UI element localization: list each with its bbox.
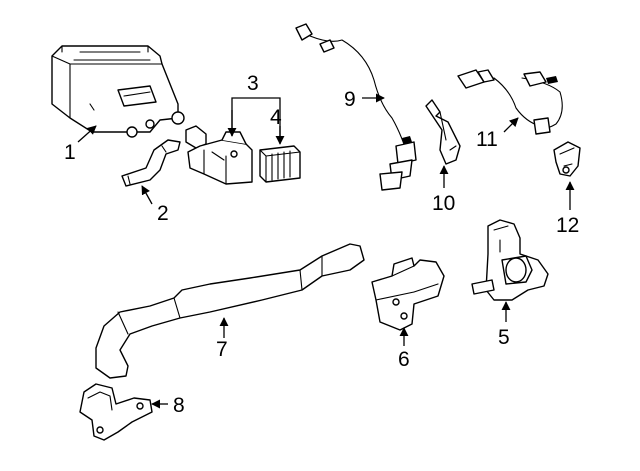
callout-5: 5 (498, 326, 510, 349)
part-3-purge-valve[interactable] (185, 125, 253, 185)
leader-lines (77, 93, 575, 409)
leader-11 (503, 117, 519, 133)
callout-9: 9 (344, 88, 356, 111)
leader-2 (141, 185, 153, 205)
callout-3: 3 (247, 72, 259, 95)
callout-6: 6 (398, 348, 410, 371)
part-1-canister[interactable] (51, 45, 185, 138)
callout-10: 10 (432, 192, 455, 215)
callout-2: 2 (157, 202, 169, 225)
part-4-sensor-block[interactable] (259, 145, 301, 183)
part-11-sensor-harness[interactable] (457, 69, 563, 135)
callout-7: 7 (216, 338, 228, 361)
callout-numbers: 1 2 3 4 5 6 7 8 9 10 11 12 (64, 72, 579, 417)
leader-1 (77, 125, 97, 143)
part-5-valve-assembly[interactable] (471, 219, 549, 301)
callout-11: 11 (476, 128, 498, 151)
callout-1: 1 (64, 141, 76, 164)
part-9-oxygen-sensor[interactable] (295, 23, 417, 191)
part-6-bracket[interactable] (371, 257, 445, 331)
part-7-long-hose[interactable] (95, 243, 365, 379)
callout-12: 12 (556, 214, 579, 237)
part-8-switching-valve[interactable] (79, 383, 153, 441)
part-10-sensor-bracket[interactable] (425, 99, 461, 165)
callout-4: 4 (270, 106, 282, 129)
part-12-clip[interactable] (553, 141, 581, 177)
part-2-hose[interactable] (121, 139, 181, 187)
callout-8: 8 (173, 394, 185, 417)
